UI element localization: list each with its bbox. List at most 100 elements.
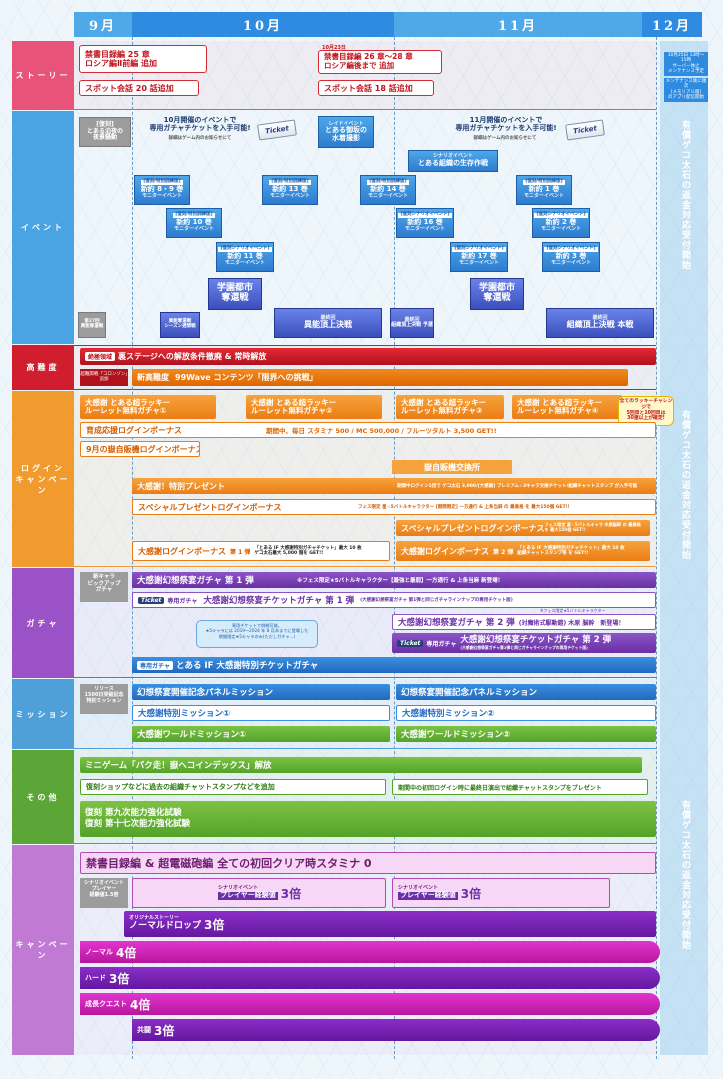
campaign-growth[interactable]: 成長クエスト 4倍 <box>80 993 660 1015</box>
event-final-3[interactable]: 最終回組織頂上決戦 本戦 <box>546 308 654 338</box>
gacha-if-ded: 専用ガチャ <box>137 660 173 670</box>
mission-world-1[interactable]: 大感謝ワールドミッション① <box>132 726 390 742</box>
other-power-test[interactable]: 復刻 第九次能力強化試験 復刻 第十七次能力強化試験 <box>80 801 656 837</box>
event-shinyaku-11[interactable]: [復刻シナリオイベント]新約 11 巻モニターイベント <box>216 242 274 272</box>
campaign-exp-3-oct[interactable]: シナリオイベント プレイヤー経験値 3倍 <box>132 878 386 908</box>
roulette-4[interactable]: 大感謝 とある超ラッキー ルーレット無料ガチャ④ <box>512 395 622 419</box>
login-sp-2[interactable]: スペシャルプレゼントログインボーナス フェス限定 星☆5バトルキャラ 木原脳幹 … <box>396 520 650 536</box>
gacha-if-label: とある IF 大感謝特別チケットガチャ <box>175 661 319 671</box>
event-rerun-night[interactable]: [復刻] とある泊夜の 夜景騒動 <box>79 117 131 147</box>
event-shinyaku-1[interactable]: [復刻/特別訓練版]新約 1 巻モニターイベント <box>516 175 572 205</box>
gacha-ticket-2-ded: 専用ガチャ <box>426 640 457 648</box>
login-thanks-1[interactable]: 大感謝ログインボーナス 第 1 弾 「とある IF 大感謝特別ガチャチケット」最… <box>132 541 390 561</box>
gacha-fes-1[interactable]: 大感謝幻想祭宴ガチャ 第 1 弾 ※フェス限定★5バトルキャラクター【最強と最弱… <box>132 572 656 588</box>
other-stamp[interactable]: 期間中の初回ログイン時に最終日演出で組織チャットスタンプをプレゼント <box>392 779 648 795</box>
login-sp-2-label: スペシャルプレゼントログインボーナス <box>401 523 545 533</box>
refund-note-3: 有償ゲコ太石の返金対応受付開始 <box>680 800 690 950</box>
login-present[interactable]: 大感謝！特別プレゼント 期間中ログイン1回で ゲコ太石 3,000/[大感謝] … <box>132 478 656 494</box>
event-gakuen-oct[interactable]: 学園都市 奪還戦 <box>208 278 262 310</box>
campaign-coop[interactable]: 共闘 3倍 <box>132 1019 660 1041</box>
mission-panel-2[interactable]: 幻想祭宴開催記念パネルミッション <box>396 684 656 700</box>
hard-colonzon[interactable]: 超難関戦「コロンゾン」追加 <box>80 369 128 386</box>
campaign-hard-label: ハード <box>85 974 106 982</box>
gacha-fes-2[interactable]: 大感謝幻想祭宴ガチャ 第 2 弾 (対魔術式駆動鎧) 木原 脳幹 新登場！ <box>392 614 656 630</box>
hard-99wave[interactable]: 新高難度 99Wave コンテンツ「限界への挑戦」 <box>132 369 628 386</box>
dec-column <box>660 41 708 1055</box>
gacha-ticket-1-ded: 専用ガチャ <box>167 597 198 605</box>
mission-panel-1[interactable]: 幻想祭宴開催記念パネルミッション <box>132 684 390 700</box>
story-26-28[interactable]: 禁書目録編 26 章〜28 章 ロシア編後まで 追加 <box>318 50 442 74</box>
campaign-exp-15[interactable]: シナリオイベント プレイヤー 経験値1.5倍 <box>80 878 128 908</box>
event-raid-sub: レイドイベント <box>328 120 364 127</box>
campaign-stamina-zero[interactable]: 禁書目録編 & 超電磁砲編 全ての初回クリア時スタミナ 0 <box>80 852 656 874</box>
login-sp-1-desc: フェス限定 星☆5バトルキャラクター [期間限定] 一方通行 & 上条当麻 の … <box>358 505 570 510</box>
event-shinyaku-3[interactable]: [復刻シナリオイベント]新約 3 巻モニターイベント <box>542 242 600 272</box>
login-vending[interactable]: 9月の嶽自販機ログインボーナス <box>80 441 200 457</box>
story-25[interactable]: 禁書目録編 25 章 ロシア編Ⅱ前編 追加 <box>79 45 207 73</box>
month-nov: 11月 <box>394 12 642 37</box>
gacha-fes-1-desc: ※フェス限定★5バトルキャラクター【最強と最弱】一方通行 & 上条当麻 新登場！ <box>297 578 504 584</box>
event-raid[interactable]: レイドイベント とある御坂の 水着撮影 <box>318 116 374 148</box>
gacha-ticket-1[interactable]: Ticket 専用ガチャ 大感謝幻想祭宴チケットガチャ 第 1 弾 (大感謝幻想… <box>132 592 656 608</box>
gacha-if-ticket[interactable]: 専用ガチャ とある IF 大感謝特別チケットガチャ <box>132 657 656 673</box>
campaign-exp-nov-label: プレイヤー経験値 <box>398 890 458 900</box>
login-thanks-2-num: 第 2 弾 <box>493 548 514 556</box>
event-shinyaku-13[interactable]: [復刻/特別訓練版]新約 13 巻モニターイベント <box>262 175 318 205</box>
gacha-fes-2-new: 新登場！ <box>600 619 625 627</box>
mission-world-2[interactable]: 大感謝ワールドミッション② <box>396 726 656 742</box>
gacha-fes-2-desc: (対魔術式駆動鎧) 木原 脳幹 <box>518 619 595 627</box>
login-thanks-1-num: 第 1 弾 <box>230 548 251 556</box>
event-shinyaku-17[interactable]: [復刻シナリオイベント]新約 17 巻モニターイベント <box>450 242 508 272</box>
roulette-1[interactable]: 大感謝 とある超ラッキー ルーレット無料ガチャ① <box>80 395 216 419</box>
event-scenario-sub: シナリオイベント <box>432 153 473 160</box>
login-ikusei[interactable]: 育成応援ログインボーナス 期間中、毎日 スタミナ 500 / MC 500,00… <box>80 422 656 438</box>
month-oct: 10月 <box>132 12 394 37</box>
ticket-icon-nov: Ticket <box>565 119 605 141</box>
event-sep27[interactable]: 第27回 異能奪還戦 <box>78 312 106 338</box>
campaign-coop-label: 共闘 <box>137 1026 151 1034</box>
login-sp-1[interactable]: スペシャルプレゼントログインボーナス フェス限定 星☆5バトルキャラクター [期… <box>132 499 656 515</box>
gacha-ticket-2-icon: Ticket <box>397 639 424 647</box>
campaign-growth-label: 成長クエスト <box>85 1000 127 1008</box>
gacha-fes-2-label: 大感謝幻想祭宴ガチャ 第 2 弾 <box>398 618 515 628</box>
roulette-2[interactable]: 大感謝 とある超ラッキー ルーレット無料ガチャ② <box>246 395 382 419</box>
event-gakuen-nov[interactable]: 学園都市 奪還戦 <box>470 278 524 310</box>
roulette-3[interactable]: 大感謝 とある超ラッキー ルーレット無料ガチャ③ <box>396 395 504 419</box>
story-spot-18[interactable]: スポット会話 18 話追加 <box>318 80 434 96</box>
campaign-normal-drop[interactable]: オリジナルストーリー ノーマルドロップ 3倍 <box>124 911 656 937</box>
event-shinyaku-2[interactable]: [復刻シナリオイベント]新約 2 巻モニターイベント <box>532 208 590 238</box>
event-shinyaku-8-9[interactable]: [復刻/特別訓練版]新約 8・9 巻モニターイベント <box>134 175 190 205</box>
hard-zekkyoku-tag: 絶極領域 <box>85 352 116 361</box>
roulette-note: 全てのラッキーチャレンジで 5回目と10回目は 30連以上が確定! <box>618 396 674 426</box>
event-scenario[interactable]: シナリオイベント とある組織の生存作戦 <box>408 150 498 172</box>
campaign-drop-sub: オリジナルストーリー <box>129 915 180 922</box>
other-minigame[interactable]: ミニゲーム「バク走！嶽ヘコインデックス」解放 <box>80 757 642 773</box>
login-sp-2-desc: フェス限定 星☆5バトルキャラ 木原脳幹 の 最高格 を 最大150個 GET!… <box>544 522 641 532</box>
login-thanks-2[interactable]: 大感謝ログインボーナス 第 2 弾 「とある IF 大感謝特別ガチャチケット」最… <box>396 541 650 561</box>
campaign-growth-mult: 4倍 <box>130 997 151 1012</box>
mission-special-2[interactable]: 大感謝特別ミッション② <box>396 705 656 721</box>
row-story: ストーリー <box>12 41 74 110</box>
hard-zekkyoku[interactable]: 絶極領域 裏ステージへの解放条件撤廃 & 常時解放 <box>80 348 656 365</box>
ticket-note-oct: 10月開催のイベントで 専用ガチャチケットを入手可能! <box>149 116 251 133</box>
event-shinyaku-16[interactable]: [復刻シナリオイベント]新約 16 巻モニターイベント <box>396 208 454 238</box>
row-mission: ミッション <box>12 679 74 749</box>
event-shinyaku-10[interactable]: [復刻/特別訓練版]新約 10 巻モニターイベント <box>166 208 222 238</box>
event-final-2[interactable]: 最終回組織頂上決戦 予選 <box>390 308 434 338</box>
login-present-label: 大感謝！特別プレゼント <box>137 481 225 491</box>
login-present-desc: 期間中ログイン1回で ゲコ太石 3,000/[大感謝] プレミアム☆3キャラ交換… <box>397 484 638 489</box>
campaign-normal[interactable]: ノーマル 4倍 <box>80 941 660 963</box>
event-season[interactable]: 異能奪還戦 シーズン週間戦 <box>160 312 200 338</box>
other-shop[interactable]: 復刻ショップなどに過去の組織チャットスタンプなどを追加 <box>80 779 386 795</box>
campaign-hard[interactable]: ハード 3倍 <box>80 967 660 989</box>
campaign-exp-3-nov[interactable]: シナリオイベント プレイヤー経験値 3倍 <box>392 878 610 908</box>
event-shinyaku-14[interactable]: [復刻/特別訓練版]新約 14 巻モニターイベント <box>360 175 416 205</box>
login-thanks-2-desc: 「とある IF 大感謝特別ガチャチケット」最大 10 枚 組織チャットスタンプ等… <box>517 545 625 556</box>
login-exchange[interactable]: 嶽自販機交換所 <box>392 460 512 474</box>
dec-maint-1: 10月25日 13時〜15時 サーバー休止 メンテナンス予定 <box>664 52 708 76</box>
login-sp-1-label: スペシャルプレゼントログインボーナス <box>138 502 282 512</box>
event-final-1[interactable]: 最終回異能頂上決戦 <box>274 308 382 338</box>
gacha-ticket-2[interactable]: Ticket 専用ガチャ 大感謝幻想祭宴チケットガチャ 第 2 弾 (大感謝幻想… <box>392 633 656 653</box>
mission-special-1[interactable]: 大感謝特別ミッション① <box>132 705 390 721</box>
story-spot-20[interactable]: スポット会話 20 話追加 <box>79 80 199 96</box>
